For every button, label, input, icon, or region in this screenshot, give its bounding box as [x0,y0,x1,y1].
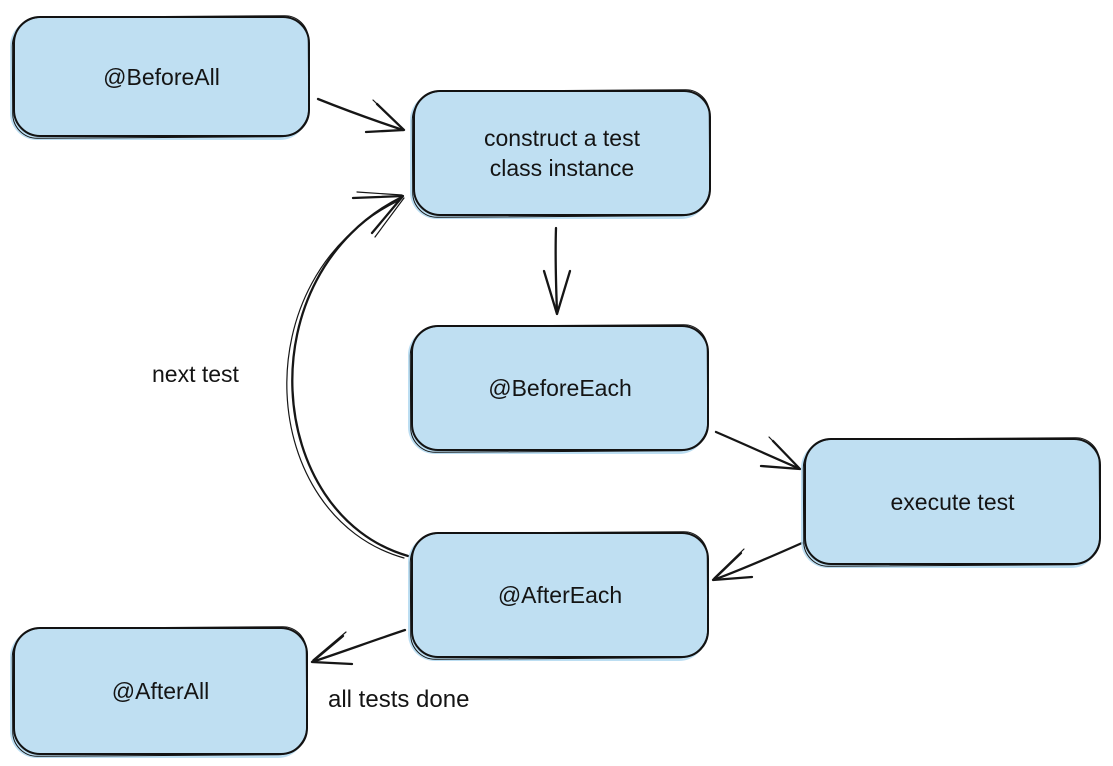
node-beforeall: @BeforeAll [13,16,310,137]
edge-beforeall-to-construct [316,97,406,134]
node-label: construct a test class instance [484,125,640,181]
edge-aftereach-to-construct [286,191,410,559]
edge-aftereach-to-afterall [310,628,407,666]
node-label: @AfterAll [111,678,210,704]
node-label: @BeforeAll [103,63,220,90]
node-aftereach: @AfterEach [411,532,709,658]
node-label: @AfterEach [497,582,623,608]
node-label: execute test [890,488,1015,515]
edge-construct-to-beforeeach [542,226,572,316]
edge-beforeeach-to-execute [714,430,802,471]
node-execute-test: execute test [804,438,1101,565]
node-afterall: @AfterAll [13,627,308,755]
edge-label-all-tests-done: all tests done [328,686,470,713]
edge-execute-to-aftereach [711,541,804,582]
node-label: @BeforeEach [488,375,632,401]
edge-label-next-test: next test [152,361,239,387]
node-construct-test-class-instance: construct a test class instance [413,90,711,216]
node-beforeeach: @BeforeEach [411,325,709,451]
